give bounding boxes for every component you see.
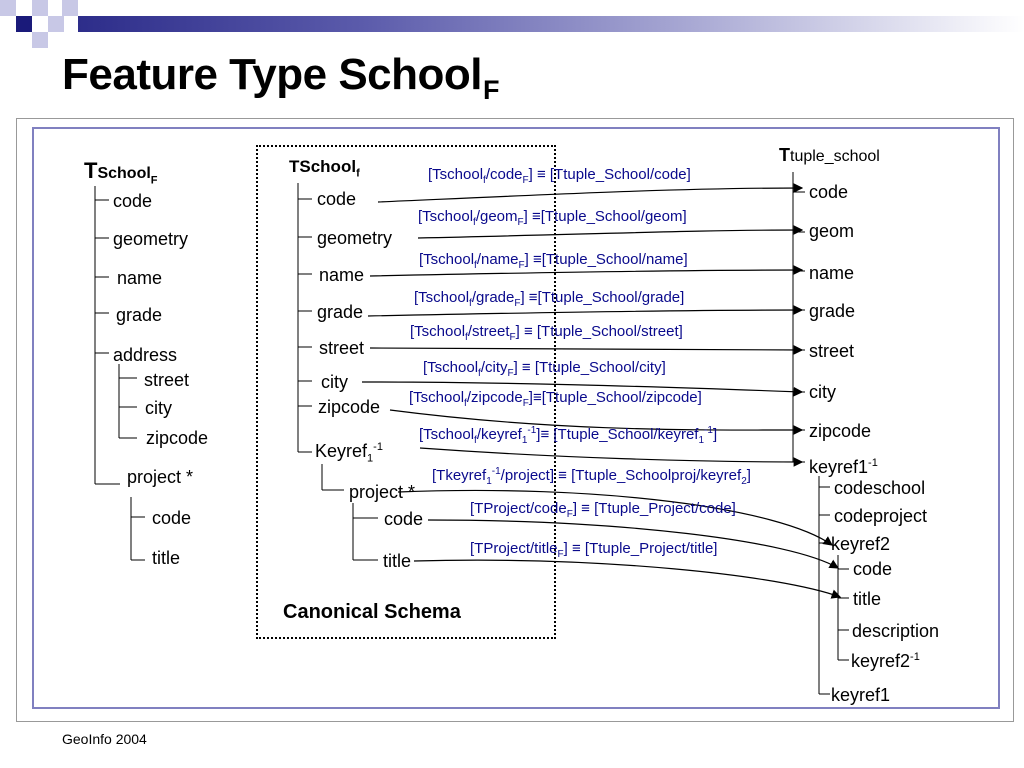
canonical-item-street: street xyxy=(319,338,365,358)
canonical-item-grade: grade xyxy=(317,302,364,322)
canonical-root-title: TSchoolf xyxy=(289,157,360,180)
canonical-item-project: project * xyxy=(349,482,416,502)
deco-square xyxy=(32,32,48,48)
mapping-label-street: [Tschoolf/streetF] ≡ [Ttuple_School/stre… xyxy=(410,323,683,343)
right-keyref2-description: description xyxy=(852,621,940,641)
right-item-keyref2-inverse: keyref2-1 xyxy=(851,651,920,671)
left-item-name: name xyxy=(117,268,163,288)
canonical-item-city: city xyxy=(321,372,348,392)
right-item-keyref1: keyref1 xyxy=(831,685,891,705)
diagram-panel xyxy=(32,127,1000,709)
right-item-zipcode: zipcode xyxy=(809,421,872,441)
right-item-grade: grade xyxy=(809,301,856,321)
deco-square xyxy=(0,0,16,16)
mapping-label-zipcode: [Tschoolf/zipcodeF]≡[Ttuple_School/zipco… xyxy=(409,389,702,409)
mapping-label-geom: [Tschoolf/geomF] ≡[Ttuple_School/geom] xyxy=(418,208,687,228)
mapping-label-grade: [Tschoolf/gradeF] ≡[Ttuple_School/grade] xyxy=(414,289,685,309)
right-item-code: code xyxy=(809,182,849,202)
mapping-label-code: [Tschoolf/codeF] ≡ [Ttuple_School/code] xyxy=(428,166,691,186)
footer-text: GeoInfo 2004 xyxy=(62,731,147,747)
left-address-street: street xyxy=(144,370,190,390)
mapping-label-project-title: [TProject/titleF] ≡ [Ttuple_Project/titl… xyxy=(470,540,718,560)
right-item-city: city xyxy=(809,382,836,402)
left-address-city: city xyxy=(145,398,172,418)
left-address-zipcode: zipcode xyxy=(146,428,209,448)
left-root-title: TSchoolF xyxy=(84,158,158,187)
canonical-item-zipcode: zipcode xyxy=(318,397,381,417)
left-item-code: code xyxy=(113,191,153,211)
right-item-keyref2: keyref2 xyxy=(831,534,891,554)
canonical-project-code: code xyxy=(384,509,424,529)
deco-square xyxy=(16,16,32,32)
deco-square xyxy=(62,0,78,16)
mapping-label-project-code: [TProject/codeF] ≡ [Ttuple_Project/code] xyxy=(470,500,736,520)
right-keyref2-code: code xyxy=(853,559,893,579)
header-gradient-bar xyxy=(78,16,1024,32)
canonical-project-title: title xyxy=(383,551,412,571)
left-item-grade: grade xyxy=(116,305,163,325)
slide-title: Feature Type SchoolF xyxy=(62,50,500,105)
canonical-item-geometry: geometry xyxy=(317,228,393,248)
right-root-title: Ttuple_school xyxy=(779,145,880,165)
canonical-item-name: name xyxy=(319,265,365,285)
header-decoration xyxy=(0,0,1024,50)
mapping-arrows xyxy=(361,183,842,599)
canonical-item-keyref: Keyref1-1 xyxy=(315,441,383,465)
right-keyref1-codeschool: codeschool xyxy=(834,478,926,498)
left-tree-lines xyxy=(94,186,145,561)
canonical-tree-lines xyxy=(297,183,378,561)
right-keyref1-codeproject: codeproject xyxy=(834,506,928,526)
right-item-geom: geom xyxy=(809,221,855,241)
canonical-item-code: code xyxy=(317,189,357,209)
left-item-project: project * xyxy=(127,467,194,487)
mapping-label-name: [Tschoolf/nameF] ≡[Ttuple_School/name] xyxy=(419,251,688,271)
mapping-label-project: [Tkeyref1-1/project] ≡ [Ttuple_Schoolpro… xyxy=(432,466,751,487)
left-project-title: title xyxy=(152,548,181,568)
right-item-keyref1-inverse: keyref1-1 xyxy=(809,457,878,477)
canonical-schema-label: Canonical Schema xyxy=(283,601,461,623)
deco-square xyxy=(32,0,48,16)
right-item-street: street xyxy=(809,341,855,361)
left-item-address: address xyxy=(113,345,178,365)
mapping-label-city: [Tschoolf/cityF] ≡ [Ttuple_School/city] xyxy=(423,359,666,379)
canonical-schema-box xyxy=(256,145,556,639)
left-item-geometry: geometry xyxy=(113,229,189,249)
right-item-name: name xyxy=(809,263,855,283)
right-keyref2-title: title xyxy=(853,589,882,609)
mapping-label-keyref1: [Tschoolf/keyref1-1]≡ [Ttuple_School/key… xyxy=(419,425,718,446)
left-project-code: code xyxy=(152,508,192,528)
deco-square xyxy=(48,16,64,32)
